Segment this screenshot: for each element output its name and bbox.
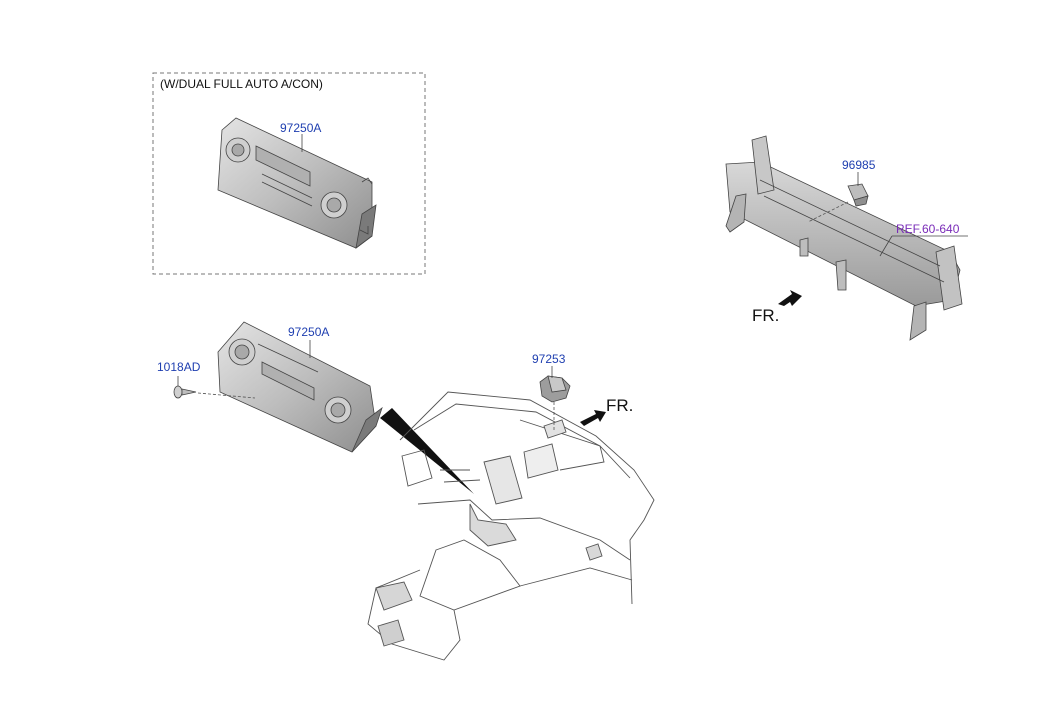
label-ref: REF.60-640 <box>896 222 960 236</box>
label-97253: 97253 <box>532 352 566 366</box>
dashboard <box>367 391 655 661</box>
crossmember-beam <box>725 135 963 341</box>
option-box <box>152 72 426 275</box>
sensor-97253 <box>539 375 571 403</box>
label-96985: 96985 <box>842 158 876 172</box>
option-note: (W/DUAL FULL AUTO A/CON) <box>160 77 323 91</box>
label-97250A-top: 97250A <box>280 121 322 135</box>
fr-arrow-right <box>778 290 802 306</box>
screw-1018AD <box>173 385 197 399</box>
connector-96985 <box>847 183 869 207</box>
screw-dashed-line <box>197 392 256 399</box>
climate-control-unit-top <box>217 117 377 249</box>
label-97250A: 97250A <box>288 325 330 339</box>
ref-leader <box>879 235 893 257</box>
label-fr-right: FR. <box>752 306 780 325</box>
label-fr-main: FR. <box>606 396 634 415</box>
callout-wedge <box>380 408 474 494</box>
connector-dashed-line <box>807 201 849 223</box>
label-1018AD: 1018AD <box>157 360 201 374</box>
climate-control-unit <box>217 321 383 453</box>
fr-arrow-main <box>580 410 606 426</box>
